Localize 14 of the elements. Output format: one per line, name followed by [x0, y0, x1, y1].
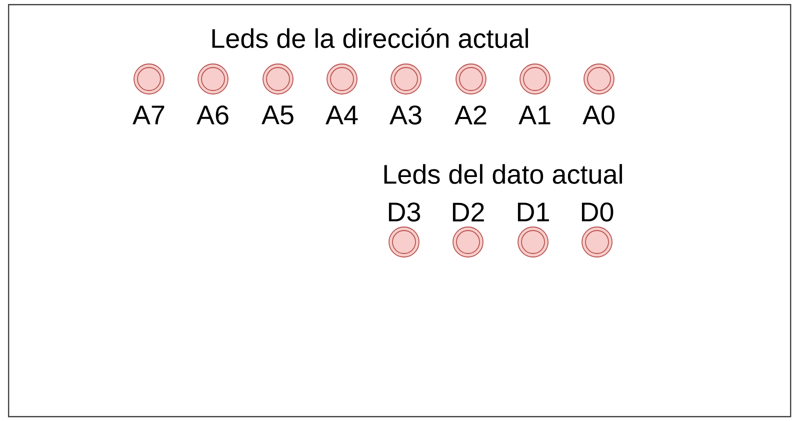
led-label: A1 — [518, 106, 550, 124]
heading: Leds del dato actual — [384, 164, 622, 184]
led-label: A4 — [326, 106, 358, 124]
led-label: D3 — [388, 202, 420, 222]
led-label: A5 — [262, 106, 294, 124]
led-label: A2 — [454, 106, 486, 124]
led-label: D1 — [518, 202, 549, 222]
heading: Leds de la dirección actual — [212, 28, 528, 48]
led-label: D2 — [452, 202, 484, 222]
led-label: D0 — [582, 202, 614, 222]
led-label: A3 — [390, 105, 422, 125]
led-label: A6 — [196, 105, 228, 125]
led-label: A0 — [582, 105, 614, 125]
led-label: A7 — [132, 106, 164, 124]
